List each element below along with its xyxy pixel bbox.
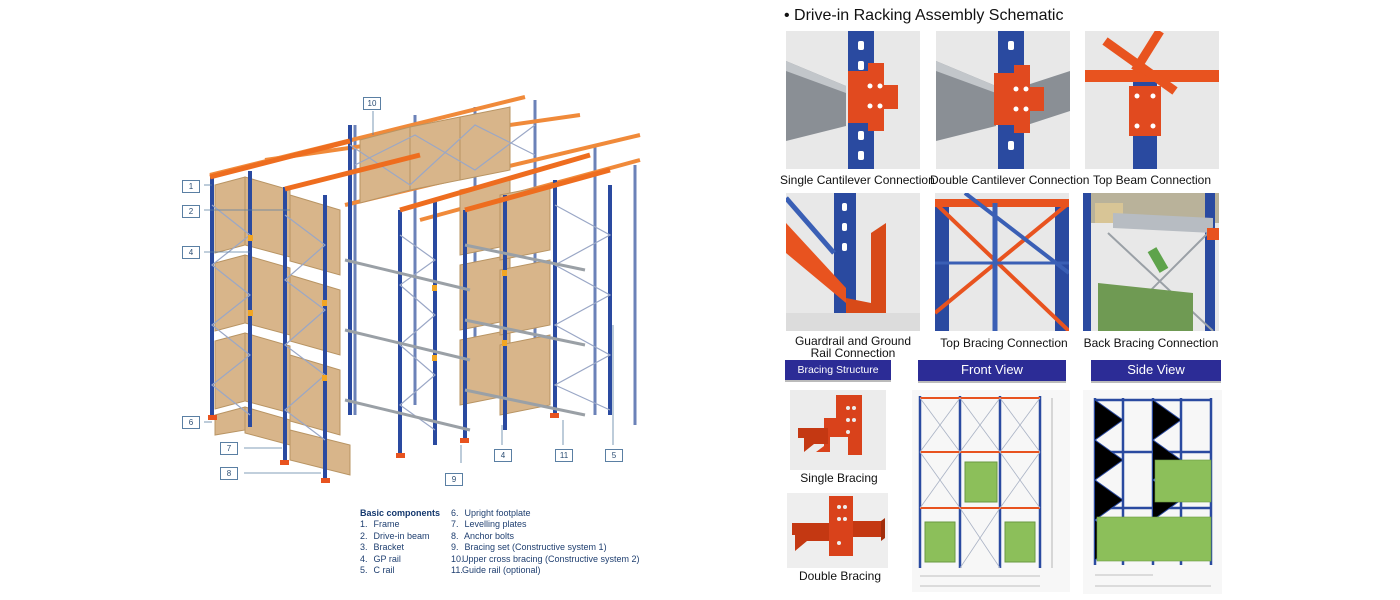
caption-guardrail-line2: Rail Connection — [810, 345, 896, 360]
legend-title: Basic components — [360, 508, 441, 518]
callout-2: 2 — [182, 205, 200, 218]
legend-item: 11.Guide rail (optional) — [451, 565, 541, 576]
front-view-drawing — [912, 390, 1070, 592]
caption-double-cantilever: Double Cantilever Connection — [930, 173, 1090, 187]
double-cantilever-image — [936, 31, 1070, 169]
caption-top-beam: Top Beam Connection — [1092, 173, 1212, 187]
caption-single-cantilever: Single Cantilever Connection — [780, 173, 935, 187]
bracing-structure-banner: Bracing Structure Form — [785, 360, 891, 396]
front-view-banner: Front View — [918, 360, 1066, 383]
callout-6: 6 — [182, 416, 200, 429]
guardrail-image — [786, 193, 920, 331]
double-bracing-image — [787, 493, 888, 568]
callout-4b: 4 — [494, 449, 512, 462]
caption-double-bracing: Double Bracing — [798, 569, 882, 583]
schematic-title: • Drive-in Racking Assembly Schematic — [784, 7, 1064, 24]
single-bracing-image — [790, 390, 886, 470]
back-bracing-image — [1083, 193, 1219, 331]
single-cantilever-image — [786, 31, 920, 169]
legend-item: 10.Upper cross bracing (Constructive sys… — [451, 553, 640, 564]
caption-back-bracing: Back Bracing Connection — [1083, 336, 1219, 350]
legend-item: 3. Bracket — [360, 542, 405, 553]
legend-item: 5. C rail — [360, 565, 395, 576]
callout-5: 5 — [605, 449, 623, 462]
callout-10: 10 — [363, 97, 381, 110]
top-beam-image — [1085, 31, 1219, 169]
legend-item: 4. GP rail — [360, 553, 401, 564]
top-bracing-image — [935, 193, 1069, 331]
callout-11: 11 — [555, 449, 573, 462]
caption-guardrail: Guardrail and Ground Rail Connection — [780, 334, 926, 360]
racking-3d-diagram: 1 2 4 6 7 8 9 4 11 5 10 — [170, 85, 670, 515]
legend-item: 7. Levelling plates — [451, 519, 527, 530]
side-view-banner: Side View — [1091, 360, 1221, 383]
caption-guardrail-line1: Guardrail and Ground — [794, 334, 912, 348]
caption-single-bracing: Single Bracing — [800, 471, 878, 485]
callout-4: 4 — [182, 246, 200, 259]
caption-top-bracing: Top Bracing Connection — [940, 336, 1068, 350]
callout-7: 7 — [220, 442, 238, 455]
side-view-drawing — [1083, 390, 1222, 594]
racking-illustration — [204, 95, 641, 483]
legend-item: 2. Drive-in beam — [360, 530, 430, 541]
callout-9: 9 — [445, 473, 463, 486]
legend-item: 8. Anchor bolts — [451, 530, 515, 541]
callout-1: 1 — [182, 180, 200, 193]
legend-item: 9. Bracing set (Constructive system 1) — [451, 542, 607, 553]
legend-item: 6. Upright footplate — [451, 508, 531, 518]
callout-8: 8 — [220, 467, 238, 480]
legend-item: 1. Frame — [360, 519, 400, 530]
